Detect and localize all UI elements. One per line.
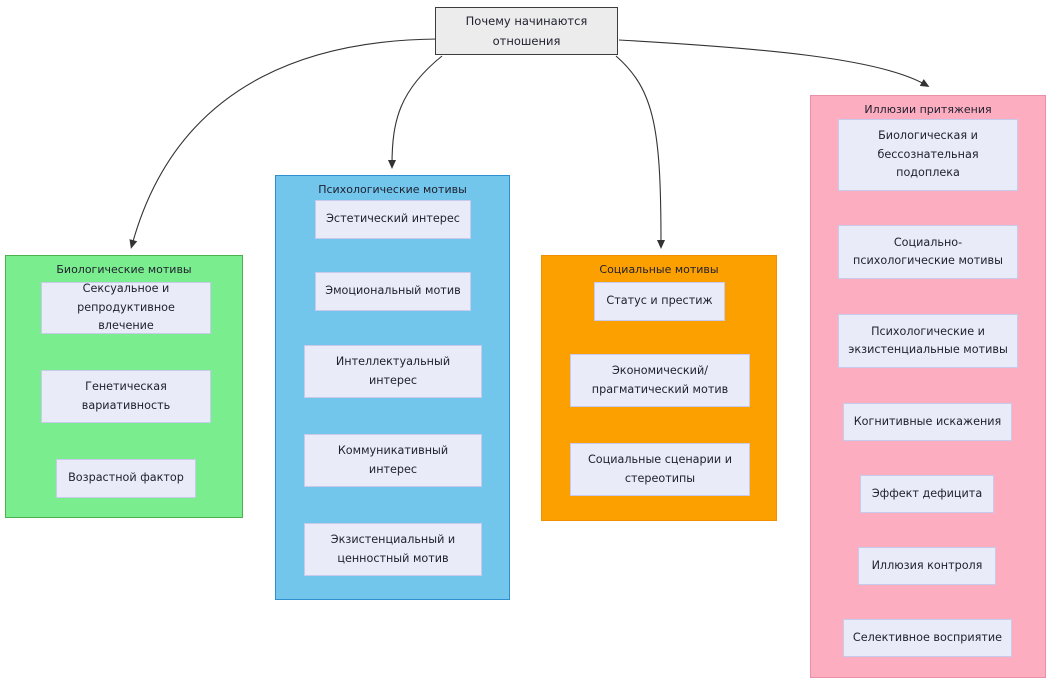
edge-root-to-psychological: [388, 55, 443, 169]
node-illusions-2[interactable]: Психологические и экзистенциальные мотив…: [838, 314, 1018, 368]
node-label: Экономический/ прагматический мотив: [591, 364, 729, 396]
cluster-title-biological: Биологические мотивы: [56, 263, 192, 276]
node-illusions-0[interactable]: Биологическая и бессознательная подоплек…: [838, 119, 1018, 191]
node-label: Социально- психологические мотивы: [853, 235, 1003, 267]
cluster-title-illusions: Иллюзии притяжения: [864, 103, 992, 116]
node-illusions-3[interactable]: Когнитивные искажения: [843, 403, 1012, 441]
root-node[interactable]: Почему начинаются отношения: [435, 7, 618, 55]
node-label: Когнитивные искажения: [853, 414, 1002, 428]
cluster-title-social: Социальные мотивы: [599, 263, 719, 276]
cluster-title-psychological: Психологические мотивы: [318, 183, 467, 196]
edge-root-to-illusions: [618, 39, 930, 88]
node-label: Социальные сценарии и стереотипы: [587, 453, 733, 485]
node-illusions-1[interactable]: Социально- психологические мотивы: [838, 225, 1018, 279]
node-social-1[interactable]: Экономический/ прагматический мотив: [570, 354, 750, 407]
node-label: Иллюзия контроля: [871, 558, 983, 572]
node-illusions-4[interactable]: Эффект дефицита: [860, 475, 994, 513]
node-biological-2[interactable]: Возрастной фактор: [56, 459, 196, 498]
node-psychological-1[interactable]: Эмоциональный мотив: [315, 272, 471, 311]
node-biological-1[interactable]: Генетическая вариативность: [41, 370, 211, 423]
edge-paths: [129, 38, 930, 249]
node-label: Генетическая вариативность: [81, 380, 171, 412]
node-label: Эстетический интерес: [326, 212, 460, 226]
node-label: Психологические и экзистенциальные мотив…: [848, 324, 1008, 356]
node-label: Интеллектуальный интерес: [335, 355, 451, 387]
node-illusions-6[interactable]: Селективное восприятие: [843, 619, 1012, 657]
node-biological-0[interactable]: Сексуальное и репродуктивное влечение: [41, 282, 211, 334]
node-label: Биологическая и бессознательная подоплек…: [877, 129, 979, 180]
node-label: Селективное восприятие: [852, 630, 1003, 644]
node-psychological-3[interactable]: Коммуникативный интерес: [304, 434, 482, 487]
root-node-label: Почему начинаются отношения: [465, 13, 588, 48]
node-psychological-2[interactable]: Интеллектуальный интерес: [304, 345, 482, 398]
node-label: Возрастной фактор: [68, 471, 184, 485]
node-social-2[interactable]: Социальные сценарии и стереотипы: [570, 443, 750, 496]
node-social-0[interactable]: Статус и престиж: [594, 282, 725, 321]
node-label: Сексуальное и репродуктивное влечение: [77, 282, 175, 333]
node-psychological-0[interactable]: Эстетический интерес: [315, 200, 471, 239]
node-label: Статус и престиж: [606, 294, 713, 308]
node-label: Эмоциональный мотив: [325, 284, 461, 298]
node-psychological-4[interactable]: Экзистенциальный и ценностный мотив: [304, 523, 482, 576]
node-label: Эффект дефицита: [871, 486, 983, 500]
node-illusions-5[interactable]: Иллюзия контроля: [858, 547, 996, 585]
node-label: Экзистенциальный и ценностный мотив: [330, 533, 456, 565]
edge-root-to-social: [615, 55, 665, 249]
node-label: Коммуникативный интерес: [337, 444, 449, 476]
